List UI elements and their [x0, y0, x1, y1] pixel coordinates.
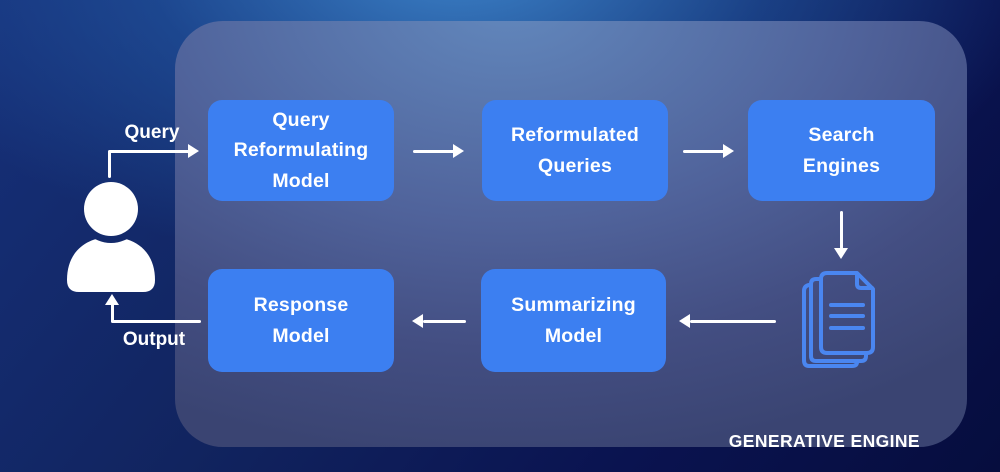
documents-stack-icon — [802, 271, 875, 368]
output-label: Output — [122, 329, 186, 350]
person-icon — [67, 182, 155, 292]
doc-page-back — [802, 283, 859, 368]
arrow-segment — [413, 150, 455, 153]
person-head — [84, 182, 138, 236]
arrow-segment — [840, 211, 843, 249]
arrow-segment — [690, 320, 776, 323]
arrowhead-right-icon — [723, 144, 734, 158]
arrowhead-left-icon — [679, 314, 690, 328]
doc-page-front — [819, 271, 875, 355]
arrowhead-right-icon — [188, 144, 199, 158]
generative-engine-label: GENERATIVE ENGINE — [728, 431, 920, 451]
arrow-segment — [423, 320, 466, 323]
doc-fold-corner — [855, 272, 874, 290]
arrow-segment — [683, 150, 725, 153]
box-summarizing-model: Summarizing Model — [481, 269, 666, 372]
arrowhead-left-icon — [412, 314, 423, 328]
doc-page-middle — [809, 277, 868, 363]
arrow-segment — [108, 150, 190, 153]
generative-engine-panel: GENERATIVE ENGINE — [175, 21, 967, 451]
query-label: Query — [124, 122, 180, 143]
box-search-engines: Search Engines — [748, 100, 935, 201]
box-query-reformulating-model: Query Reformulating Model — [208, 100, 394, 201]
person-body — [67, 237, 155, 292]
arrowhead-up-icon — [105, 294, 119, 305]
arrow-segment — [112, 320, 201, 323]
arrow-segment — [108, 151, 111, 178]
arrow-segment — [111, 303, 114, 323]
arrowhead-down-icon — [834, 248, 848, 259]
arrowhead-right-icon — [453, 144, 464, 158]
box-reformulated-queries: Reformulated Queries — [482, 100, 668, 201]
box-response-model: Response Model — [208, 269, 394, 372]
